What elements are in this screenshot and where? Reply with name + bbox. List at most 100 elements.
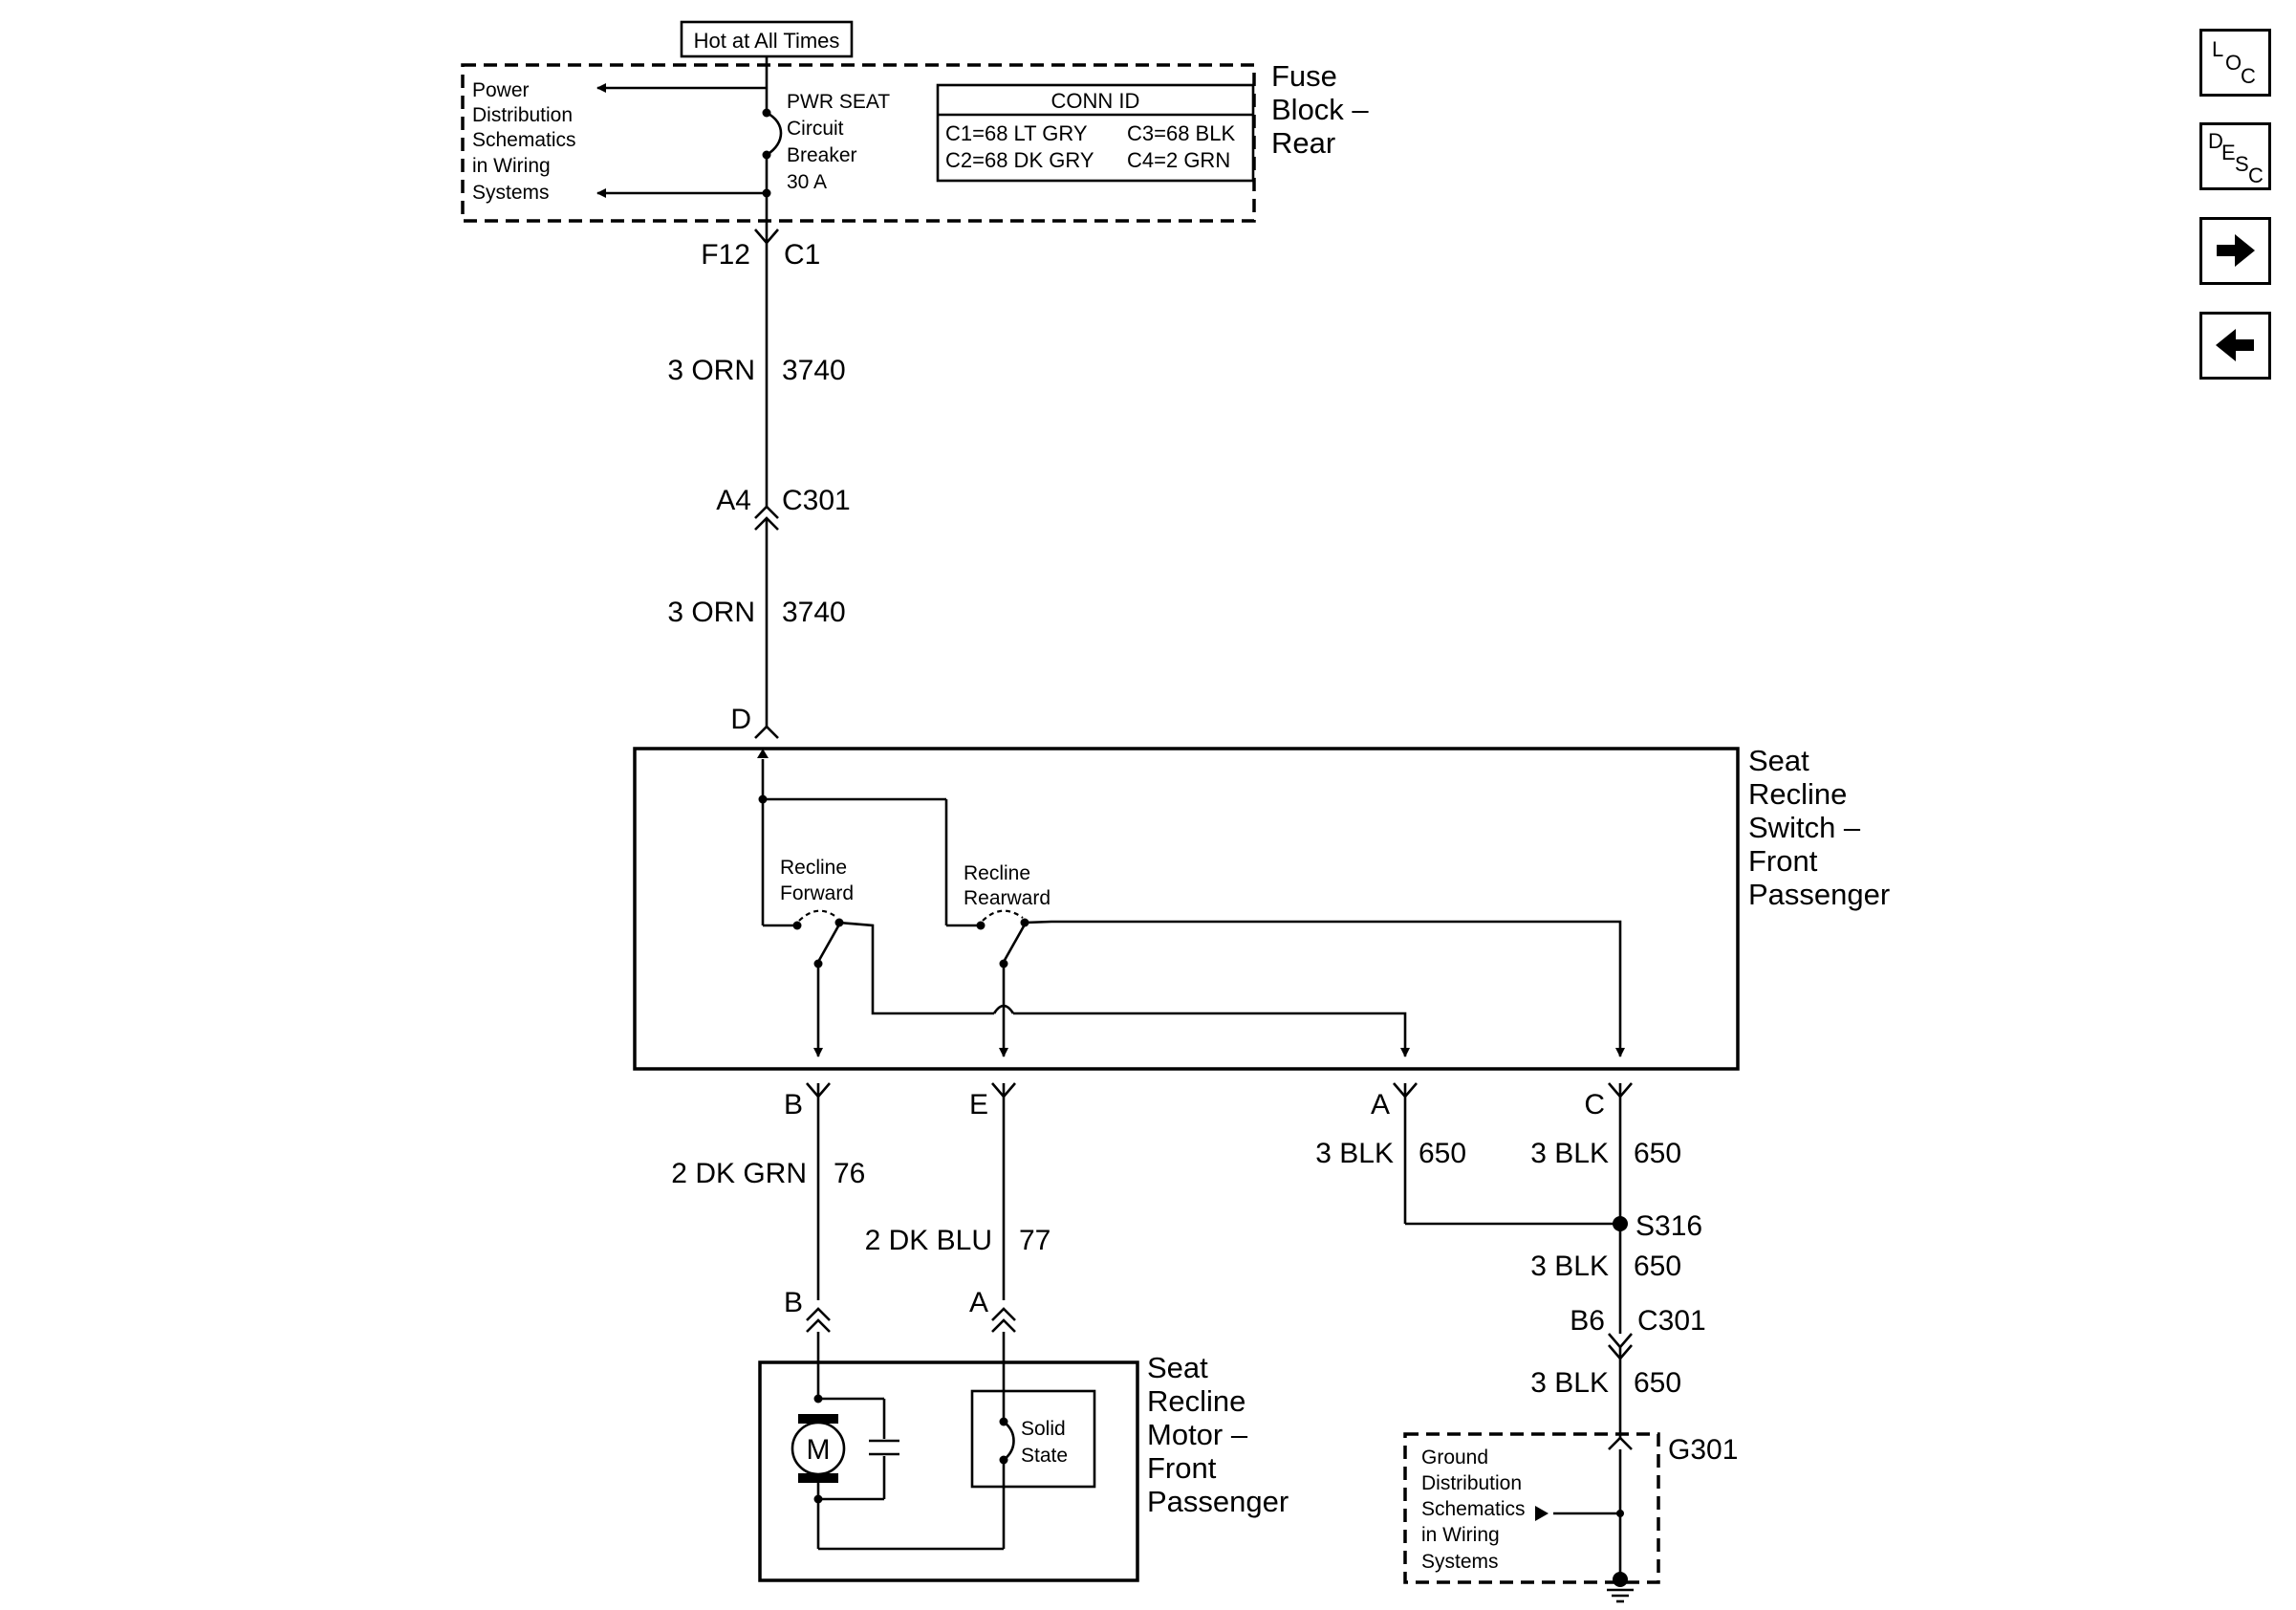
wire-orn-top-circuit: 3740 <box>782 355 846 386</box>
ground-dist-reference: Ground Distribution Schematics in Wiring… <box>1421 1447 1526 1573</box>
motor-title-3: Motor – <box>1147 1418 1248 1451</box>
ground-dist-line-4: in Wiring <box>1421 1524 1500 1546</box>
switch-title-1: Seat <box>1748 744 1809 777</box>
motor-symbol: M <box>807 1434 831 1466</box>
recline-rearward-1: Recline <box>964 862 1030 884</box>
conn-id-table: CONN ID C1=68 LT GRY C3=68 BLK C2=68 DK … <box>936 83 1255 183</box>
fuse-block-title-3: Rear <box>1271 126 1335 160</box>
switch-pin-e: E <box>969 1089 988 1120</box>
power-dist-line-1: Power <box>472 79 530 101</box>
splice-s316-label: S316 <box>1635 1210 1702 1242</box>
c301-bottom-connector: C301 <box>1637 1305 1706 1337</box>
wire-blk-c-circuit: 650 <box>1634 1138 1681 1169</box>
breaker-line-4: 30 A <box>787 171 827 193</box>
loc-button[interactable]: L O C <box>2199 29 2271 97</box>
switch-title-3: Switch – <box>1748 811 1861 844</box>
arrow-right-icon <box>2217 234 2255 267</box>
desc-button[interactable]: D E S C <box>2199 122 2271 190</box>
seat-recline-switch: Recline Forward Recline Rearward Seat Re… <box>633 744 1890 1071</box>
desc-letter-d: D <box>2208 129 2223 153</box>
hot-at-all-times-label: Hot at All Times <box>694 29 840 53</box>
wire-blk-splice-circuit: 650 <box>1634 1251 1681 1282</box>
power-dist-line-5: Systems <box>472 182 550 204</box>
recline-forward-2: Forward <box>780 882 854 904</box>
solid-state-2: State <box>1021 1445 1068 1467</box>
ground-dist-line-2: Distribution <box>1421 1472 1522 1494</box>
loc-letter-c: C <box>2241 64 2256 88</box>
prev-button[interactable] <box>2199 312 2271 380</box>
switch-pin-d: D <box>730 704 751 735</box>
wire-blk-a-gauge: 3 BLK <box>1315 1138 1394 1169</box>
wire-blk-splice-gauge: 3 BLK <box>1530 1251 1609 1282</box>
desc-letter-s: S <box>2235 152 2249 176</box>
next-button[interactable] <box>2199 217 2271 285</box>
ground-g301-label: G301 <box>1668 1434 1738 1466</box>
power-dist-line-2: Distribution <box>472 104 573 126</box>
motor-title-5: Passenger <box>1147 1485 1289 1518</box>
fuse-block-title-2: Block – <box>1271 93 1369 126</box>
c301-bottom-pin: B6 <box>1570 1305 1605 1337</box>
conn-id-c4: C4=2 GRN <box>1127 148 1230 172</box>
motor-pin-b: B <box>784 1287 803 1318</box>
feed-wire: F12 C1 3 ORN 3740 A4 C301 3 ORN 3740 D <box>667 228 851 739</box>
loc-letter-l: L <box>2212 37 2224 61</box>
fuse-block-title-1: Fuse <box>1271 59 1337 93</box>
seat-recline-motor: B A M Solid State Seat Recline Motor – <box>758 1287 1289 1582</box>
motor-pin-a: A <box>969 1287 988 1318</box>
breaker-line-1: PWR SEAT <box>787 91 890 113</box>
wire-orn-bottom-circuit: 3740 <box>782 597 846 628</box>
solid-state-1: Solid <box>1021 1418 1066 1440</box>
desc-letter-c: C <box>2248 163 2264 187</box>
wire-orn-top-gauge: 3 ORN <box>667 355 755 386</box>
solid-state-box <box>970 1389 1096 1489</box>
output-wires: B E A C 2 DK GRN 76 2 DK BLU 77 3 BLK 65… <box>671 1082 1706 1450</box>
power-dist-line-4: in Wiring <box>472 155 551 177</box>
ground-dist-outline <box>1403 1432 1660 1584</box>
motor-title-4: Front <box>1147 1451 1217 1485</box>
wire-dk-blu-circuit: 77 <box>1019 1225 1051 1256</box>
switch-pin-a: A <box>1371 1089 1390 1120</box>
switch-outline <box>633 747 1740 1071</box>
ground-dist-line-1: Ground <box>1421 1447 1488 1469</box>
conn-id-title: CONN ID <box>1051 89 1140 113</box>
fuse-connector-c1: C1 <box>784 239 820 271</box>
fuse-block: Hot at All Times Power Distribution Sche… <box>461 20 1369 229</box>
wire-blk-c-gauge: 3 BLK <box>1530 1138 1609 1169</box>
fuse-pin-f12: F12 <box>701 239 750 271</box>
wire-blk-ground-circuit: 650 <box>1634 1367 1681 1399</box>
circuit-breaker-label: PWR SEAT Circuit Breaker 30 A <box>787 91 890 193</box>
wire-dk-grn-circuit: 76 <box>834 1158 865 1189</box>
wire-dk-blu-gauge: 2 DK BLU <box>865 1225 992 1256</box>
ground-g301: G301 Ground Distribution Schematics in W… <box>1403 1432 1738 1603</box>
motor-title-2: Recline <box>1147 1384 1245 1418</box>
motor-title-1: Seat <box>1147 1351 1208 1384</box>
wire-blk-a-circuit: 650 <box>1419 1138 1466 1169</box>
switch-title-2: Recline <box>1748 777 1847 811</box>
wire-blk-ground-gauge: 3 BLK <box>1530 1367 1609 1399</box>
wire-dk-grn-gauge: 2 DK GRN <box>671 1158 807 1189</box>
conn-id-c3: C3=68 BLK <box>1127 121 1235 145</box>
recline-forward-1: Recline <box>780 857 847 879</box>
motor-title: Seat Recline Motor – Front Passenger <box>1147 1351 1289 1518</box>
conn-id-c1: C1=68 LT GRY <box>945 121 1088 145</box>
switch-title-5: Passenger <box>1748 878 1890 911</box>
switch-pin-c: C <box>1584 1089 1605 1120</box>
desc-letter-e: E <box>2221 141 2236 164</box>
motor-outline <box>758 1360 1139 1582</box>
c301-top-connector: C301 <box>782 485 851 516</box>
conn-id-c2: C2=68 DK GRY <box>945 148 1094 172</box>
breaker-line-3: Breaker <box>787 144 857 166</box>
loc-letter-o: O <box>2225 51 2242 75</box>
wire-orn-bottom-gauge: 3 ORN <box>667 597 755 628</box>
splice-s316-dot <box>1613 1216 1628 1231</box>
switch-title-4: Front <box>1748 844 1818 878</box>
power-dist-line-3: Schematics <box>472 129 576 151</box>
breaker-line-2: Circuit <box>787 118 844 140</box>
power-distribution-reference: Power Distribution Schematics in Wiring … <box>472 79 576 204</box>
switch-title: Seat Recline Switch – Front Passenger <box>1748 744 1890 911</box>
recline-rearward-2: Rearward <box>964 887 1051 909</box>
c301-top-pin: A4 <box>716 485 751 516</box>
ground-dist-line-3: Schematics <box>1421 1498 1526 1520</box>
arrow-left-icon <box>2216 329 2254 361</box>
